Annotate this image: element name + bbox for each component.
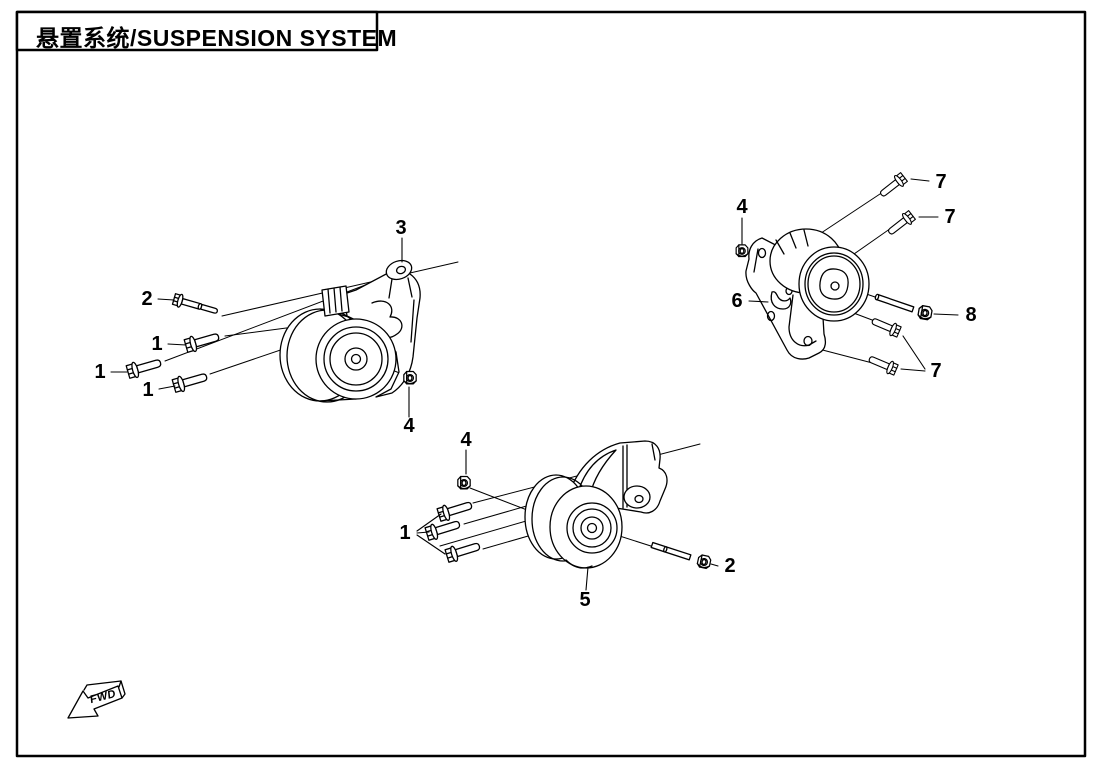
callout-7a: 7 [935, 171, 947, 193]
callout-7b: 7 [944, 206, 956, 228]
callout-1-bottom: 1 [399, 522, 411, 544]
nut-2-bottom [696, 553, 713, 570]
callout-4-right: 4 [736, 196, 748, 218]
nut-8 [916, 304, 934, 321]
left-mount-face [315, 318, 397, 400]
arm-boss-hole [634, 494, 644, 504]
bolt-1c [171, 368, 210, 395]
left-leader-lines [110, 237, 410, 418]
bolt-1f [444, 538, 483, 565]
right-leader-lines [741, 178, 959, 372]
bolt-8-shaft [874, 293, 915, 313]
title-box [15, 10, 379, 52]
callout-4-left: 4 [403, 415, 415, 437]
bolt-7b [884, 209, 917, 239]
nut-4-right [735, 244, 749, 258]
fwd-direction-arrow [67, 680, 126, 719]
right-mount-assembly [735, 171, 959, 377]
bolt-7c [869, 314, 903, 339]
page-border [15, 10, 1087, 758]
bottom-mount-bushing [524, 474, 623, 569]
bolt-7a [876, 171, 909, 201]
top-boss [385, 259, 413, 281]
callout-8: 8 [965, 304, 977, 326]
callout-2: 2 [141, 288, 153, 310]
callout-1a: 1 [151, 333, 163, 355]
bolt-7d [866, 352, 900, 377]
callout-5: 5 [579, 589, 591, 611]
nut-4-left [403, 370, 417, 385]
bolt-1a [183, 328, 222, 355]
nut-4-bottom [457, 475, 471, 490]
callout-2-bottom: 2 [724, 555, 736, 577]
callout-6: 6 [731, 290, 743, 312]
callout-7c: 7 [930, 360, 942, 382]
right-mount-drum [769, 228, 870, 322]
arm-boss [623, 485, 651, 509]
center-square [819, 268, 849, 300]
bolt-2 [171, 292, 220, 319]
bottom-leader-lines [416, 449, 719, 591]
callout-4-bottom: 4 [460, 429, 472, 451]
callout-3: 3 [395, 217, 407, 239]
page-title: 悬置系统/SUSPENSION SYSTEM [36, 25, 398, 51]
top-boss-hole [395, 265, 407, 275]
bottom-mount-assembly [416, 440, 719, 591]
bolt-1d [436, 497, 475, 524]
bolt-2-shaft [650, 541, 692, 561]
callout-1c: 1 [142, 379, 154, 401]
left-mount-assembly [110, 237, 459, 418]
callout-1b: 1 [94, 361, 106, 383]
bolt-1b [125, 354, 164, 381]
